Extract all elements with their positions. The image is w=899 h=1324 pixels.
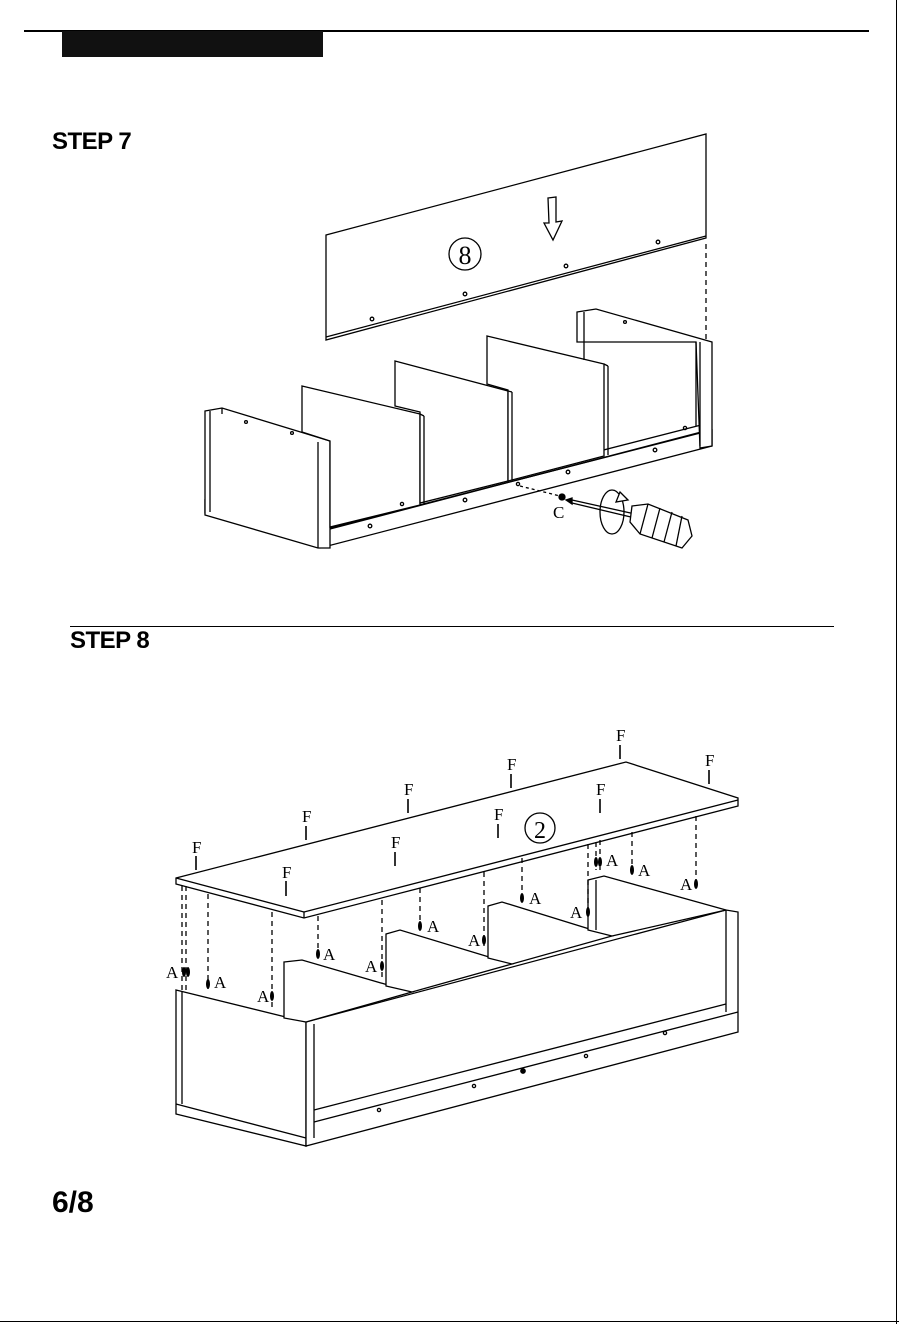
- dowel-a-label: A: [638, 861, 651, 880]
- screw-f-label: F: [616, 726, 625, 745]
- rotation-arrow-icon: [600, 490, 628, 534]
- screw-f-label: F: [192, 838, 201, 857]
- step-8-title: STEP 8: [70, 627, 149, 655]
- dowel-a-label: A: [323, 945, 336, 964]
- dowel-a-label: A: [680, 875, 693, 894]
- dowel-a-label: A: [365, 957, 378, 976]
- back-panel-8: [326, 134, 706, 340]
- top-panel-number-label: 2: [534, 818, 546, 844]
- screw-f-label: F: [507, 755, 516, 774]
- step-8-rule: [70, 626, 834, 627]
- dowel-a-label: A: [529, 889, 542, 908]
- dowel-a-label: A: [606, 851, 619, 870]
- step-7-illustration: 8: [0, 0, 899, 620]
- panel-number-label: 8: [459, 241, 472, 270]
- dowel-a-label: A: [214, 973, 227, 992]
- screw-f-label: F: [494, 805, 503, 824]
- page-number: 6/8: [52, 1186, 94, 1220]
- screw-f-label: F: [391, 833, 400, 852]
- screw-f-label: F: [596, 780, 605, 799]
- dowel-a-label: A: [166, 963, 179, 982]
- dowel-a-label: A: [257, 987, 270, 1006]
- screw-label-c: C: [553, 503, 564, 522]
- screwdriver-icon: [566, 498, 692, 548]
- step-8-illustration: 2: [0, 700, 899, 1170]
- dowel-a-label: A: [427, 917, 440, 936]
- screw-f-label: F: [404, 780, 413, 799]
- screw-f-label: F: [302, 807, 311, 826]
- dowel-a-label: A: [570, 903, 583, 922]
- screw-f-label: F: [282, 863, 291, 882]
- screw-c: C: [553, 494, 565, 522]
- screw-f-label: F: [705, 751, 714, 770]
- step8-cabinet-body: [176, 876, 738, 1146]
- dowel-a-label: A: [468, 931, 481, 950]
- page-border-bottom: [0, 1321, 899, 1322]
